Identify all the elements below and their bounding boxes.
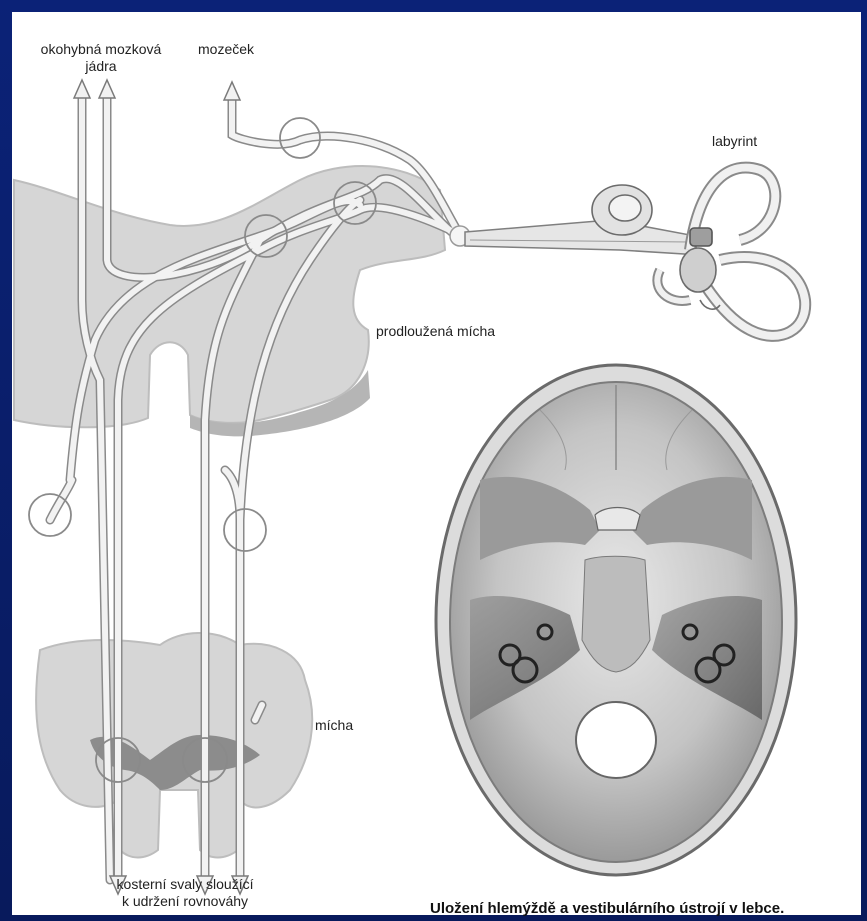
arrow-up-icon [74, 80, 90, 98]
eye-nuclei-label-line2: jádra [16, 58, 186, 75]
skull-base [436, 365, 796, 875]
foramen-magnum [576, 702, 656, 778]
figure-caption: Uložení hlemýždě a vestibulárního ústroj… [430, 900, 784, 917]
eye-nuclei-label: okohybná mozková jádra [16, 41, 186, 75]
cerebellum-label: mozeček [198, 41, 254, 58]
muscles-label: kosterní svaly sloužící k udržení rovnov… [80, 876, 290, 910]
labyrinth-label: labyrint [712, 133, 757, 150]
muscles-label-line1: kosterní svaly sloužící [80, 876, 290, 893]
arrow-up-icon [99, 80, 115, 98]
arrow-up-icon [224, 82, 240, 100]
vestibular-nerve [465, 220, 700, 255]
spinal-cord-label: mícha [315, 717, 353, 734]
medulla-label: prodloužená mícha [376, 323, 495, 340]
eye-nuclei-label-line1: okohybná mozková [16, 41, 186, 58]
labyrinth [592, 168, 805, 336]
muscles-label-line2: k udržení rovnováhy [80, 893, 290, 910]
